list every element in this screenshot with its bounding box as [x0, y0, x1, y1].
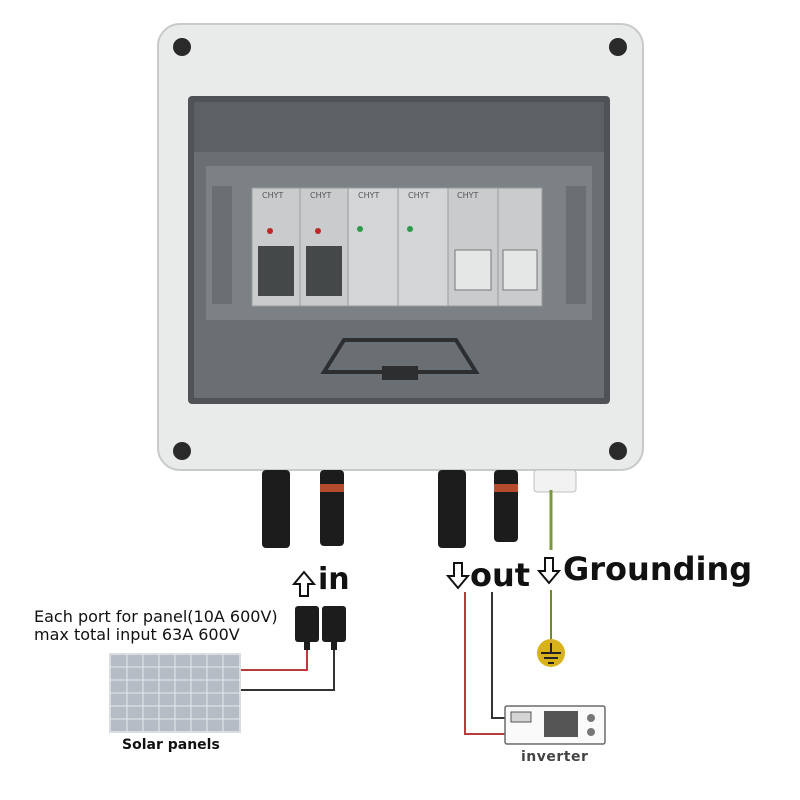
cover-latch: [382, 366, 418, 380]
panel-wire-negative: [238, 650, 335, 691]
out-wire-negative: [491, 592, 505, 719]
module-3: [347, 187, 399, 307]
mc4-connector-icon: [295, 606, 346, 650]
solar-panels-label: Solar panels: [122, 737, 220, 753]
grounding-label: Grounding: [563, 550, 753, 588]
module-3-indicator: [357, 226, 363, 232]
connector-in-2: [320, 470, 344, 546]
connector-in-2-band: [320, 484, 344, 492]
module-4-indicator: [407, 226, 413, 232]
inverter-label: inverter: [521, 749, 589, 765]
connector-out-2-band: [494, 484, 518, 492]
module-2-brand: CHYT: [310, 191, 331, 200]
arrow-down-icon: [536, 557, 562, 585]
arrow-down-icon: [445, 562, 471, 590]
connector-in-1: [262, 470, 290, 548]
screw-bottom-right: [609, 442, 627, 460]
port-note: Each port for panel(10A 600V) max total …: [34, 608, 278, 644]
connector-out-1: [438, 470, 466, 548]
din-left-slot: [212, 186, 232, 304]
out-label: out: [470, 556, 531, 594]
solar-panel-icon: [109, 653, 241, 733]
screw-top-left: [173, 38, 191, 56]
module-2-indicator: [315, 228, 321, 234]
screw-top-right: [609, 38, 627, 56]
module-6-breaker: [502, 249, 538, 291]
inverter-icon: [504, 705, 606, 745]
din-right-slot: [566, 186, 586, 304]
module-5-brand: CHYT: [457, 191, 478, 200]
port-note-line-2: max total input 63A 600V: [34, 625, 240, 644]
module-1-switch: [258, 246, 294, 296]
panel-wire-positive: [238, 650, 308, 671]
arrow-up-icon: [291, 570, 317, 597]
module-1-brand: CHYT: [262, 191, 283, 200]
screw-bottom-left: [173, 442, 191, 460]
port-note-line-1: Each port for panel(10A 600V): [34, 607, 278, 626]
module-1-indicator: [267, 228, 273, 234]
cover-handle: [320, 338, 480, 374]
connector-out-2: [494, 470, 518, 542]
in-label: in: [318, 562, 350, 597]
out-wire-positive: [464, 592, 505, 735]
module-4-brand: CHYT: [408, 191, 429, 200]
module-3-brand: CHYT: [358, 191, 379, 200]
module-2-switch: [306, 246, 342, 296]
module-4: [397, 187, 449, 307]
module-5-breaker: [454, 249, 492, 291]
ground-symbol-icon: [537, 639, 565, 667]
cover-top-strip: [194, 102, 604, 152]
module-group: CHYT CHYT CHYT CHYT CHYT: [251, 187, 543, 307]
cable-gland: [533, 469, 577, 493]
